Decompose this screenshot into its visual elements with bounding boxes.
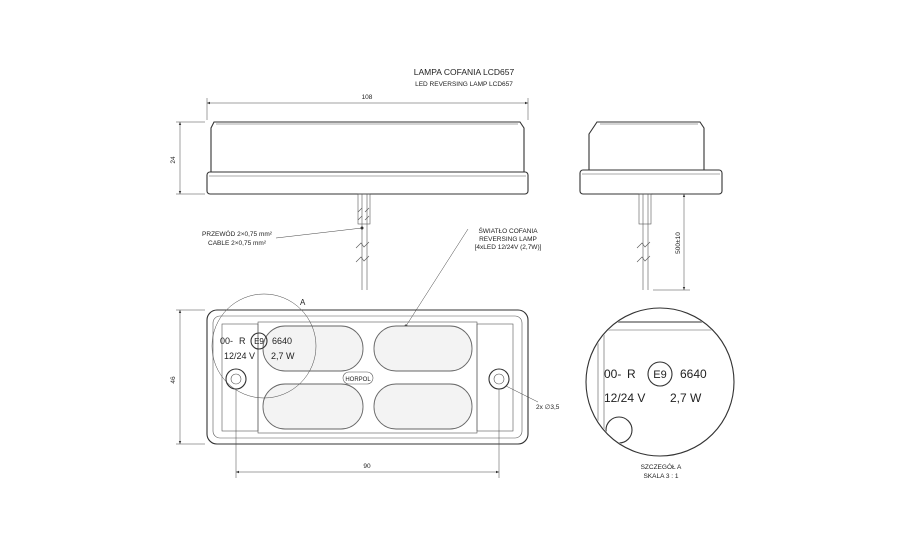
- front-voltage: 12/24 V: [224, 351, 255, 361]
- detail-scale: SKALA 3 : 1: [643, 473, 678, 480]
- light-label-spec: [4xLED 12/24V (2,7W)]: [475, 244, 542, 251]
- led-lens-4: [373, 383, 473, 430]
- top-view: 108 24: [170, 94, 529, 290]
- detail-power: 2,7 W: [670, 391, 702, 405]
- mount-hole-left: [225, 368, 247, 390]
- detail-code: 6640: [680, 367, 707, 381]
- light-label-pl: ŚWIATŁO COFANIA: [478, 226, 538, 235]
- dim-width-top: 108: [362, 94, 373, 101]
- led-lens-2: [373, 325, 473, 372]
- title-en: LED REVERSING LAMP LCD657: [415, 81, 513, 88]
- cable-label-pl: PRZEWÓD 2×0,75 mm²: [202, 229, 273, 238]
- detail-approval-r: R: [627, 367, 636, 381]
- detail-a-circle: [211, 293, 317, 399]
- front-view: HORPOL A 00- R E9 6640 12/24 V 2,7 W 46 …: [170, 293, 560, 478]
- front-approval-prefix: 00-: [220, 336, 233, 346]
- dim-cable-length: 500±10: [675, 232, 682, 254]
- led-lens-3: [262, 383, 364, 430]
- dim-height-front: 46: [170, 376, 177, 384]
- front-code: 6640: [272, 336, 292, 346]
- detail-emark: E9: [653, 369, 666, 381]
- dim-width-front: 90: [363, 463, 371, 470]
- cable-label-en: CABLE 2×0,75 mm²: [208, 240, 267, 247]
- front-power: 2,7 W: [271, 351, 295, 361]
- detail-a-view: 00- R E9 6640 12/24 V 2,7 W: [585, 307, 735, 457]
- front-approval-r: R: [239, 336, 246, 346]
- detail-marker: A: [300, 298, 306, 307]
- detail-approval-prefix: 00-: [604, 367, 621, 381]
- title-pl: LAMPA COFANIA LCD657: [414, 67, 515, 77]
- side-view: 500±10: [579, 121, 723, 291]
- dim-height-side: 24: [170, 156, 177, 164]
- light-label-en: REVERSING LAMP: [479, 236, 537, 243]
- front-emark: E9: [254, 337, 264, 346]
- logo-text: HORPOL: [345, 377, 371, 383]
- dim-hole: 2x ∅3,5: [536, 404, 560, 411]
- detail-voltage: 12/24 V: [604, 391, 645, 405]
- detail-label: SZCZEGÓŁ A: [641, 462, 682, 471]
